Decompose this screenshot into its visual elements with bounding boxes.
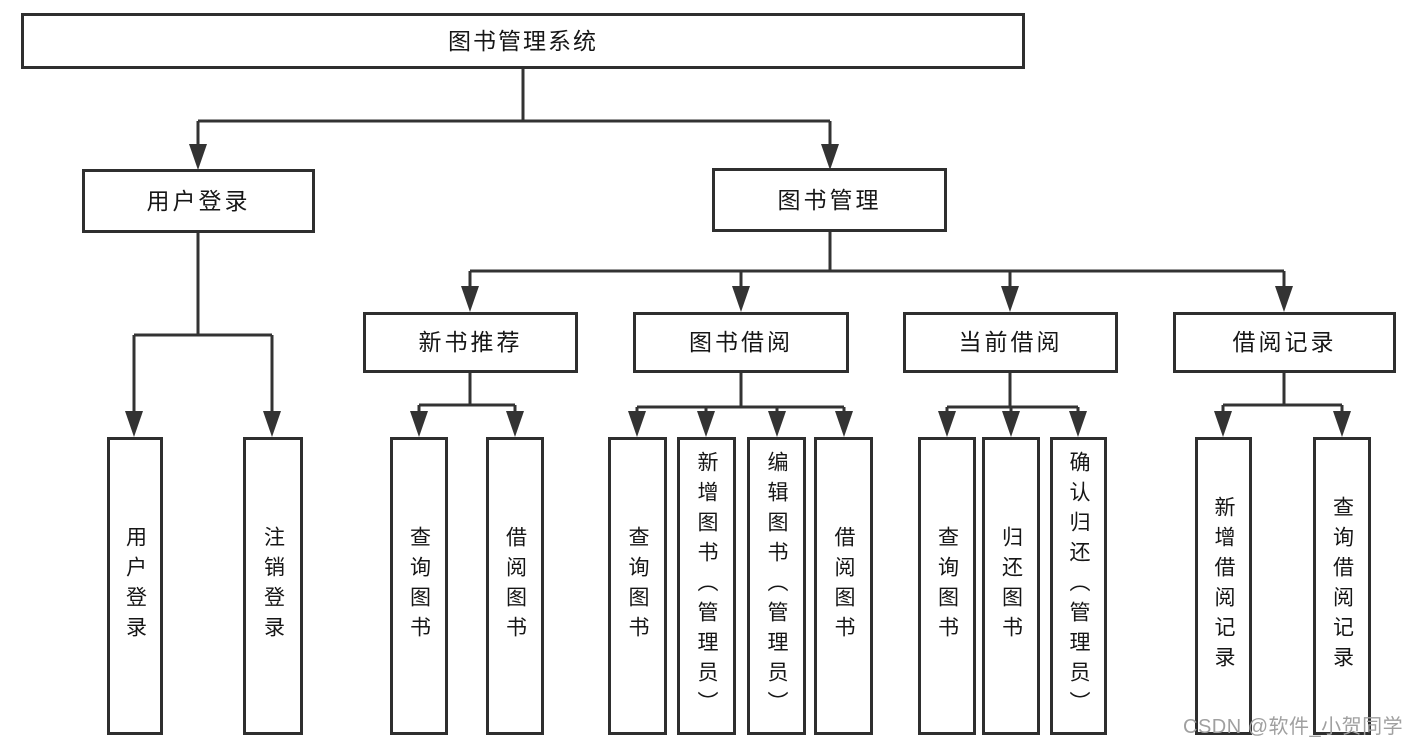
leaf-logout-label: 注销登录	[261, 526, 285, 646]
node-borrow-records: 借阅记录	[1173, 312, 1396, 373]
leaf-query-book-3-label: 查询图书	[935, 526, 959, 646]
leaf-borrow-book-1: 借阅图书	[486, 437, 544, 735]
leaf-return-book-label: 归还图书	[999, 526, 1023, 646]
node-book-management: 图书管理	[712, 168, 947, 232]
leaf-add-borrow-record-label: 新增借阅记录	[1212, 496, 1235, 676]
node-user-login-label: 用户登录	[146, 187, 251, 214]
node-borrow-records-label: 借阅记录	[1232, 329, 1337, 355]
leaf-add-book-admin-label: 新增图书（管理员）	[695, 451, 718, 721]
leaf-query-borrow-record: 查询借阅记录	[1313, 437, 1371, 735]
leaf-user-login-label: 用户登录	[123, 526, 147, 646]
node-new-book-recommend-label: 新书推荐	[418, 329, 523, 355]
leaf-add-book-admin: 新增图书（管理员）	[677, 437, 736, 735]
leaf-user-login: 用户登录	[107, 437, 163, 735]
node-current-borrowing: 当前借阅	[903, 312, 1118, 373]
leaf-borrow-book-2: 借阅图书	[814, 437, 873, 735]
leaf-confirm-return-admin: 确认归还（管理员）	[1050, 437, 1107, 735]
leaf-query-book-1: 查询图书	[390, 437, 448, 735]
leaf-confirm-return-admin-label: 确认归还（管理员）	[1067, 451, 1090, 721]
leaf-add-borrow-record: 新增借阅记录	[1195, 437, 1252, 735]
leaf-borrow-book-2-label: 借阅图书	[832, 526, 855, 646]
leaf-query-book-2: 查询图书	[608, 437, 667, 735]
node-book-management-label: 图书管理	[777, 186, 882, 213]
node-user-login: 用户登录	[82, 169, 315, 233]
leaf-query-book-3: 查询图书	[918, 437, 976, 735]
node-book-borrowing: 图书借阅	[633, 312, 849, 373]
node-new-book-recommend: 新书推荐	[363, 312, 578, 373]
leaf-query-book-1-label: 查询图书	[407, 526, 431, 646]
arrowheads	[125, 144, 1351, 437]
leaf-edit-book-admin-label: 编辑图书（管理员）	[765, 451, 788, 721]
leaf-borrow-book-1-label: 借阅图书	[503, 526, 527, 646]
node-book-borrowing-label: 图书借阅	[689, 329, 793, 355]
leaf-return-book: 归还图书	[982, 437, 1040, 735]
node-current-borrowing-label: 当前借阅	[958, 329, 1063, 355]
root-node-label: 图书管理系统	[448, 27, 598, 54]
leaf-query-borrow-record-label: 查询借阅记录	[1330, 496, 1354, 676]
leaf-logout: 注销登录	[243, 437, 303, 735]
leaf-query-book-2-label: 查询图书	[626, 526, 649, 646]
leaf-edit-book-admin: 编辑图书（管理员）	[747, 437, 806, 735]
root-node-library-system: 图书管理系统	[21, 13, 1025, 69]
csdn-watermark: CSDN @软件_小贺同学	[1183, 716, 1404, 738]
